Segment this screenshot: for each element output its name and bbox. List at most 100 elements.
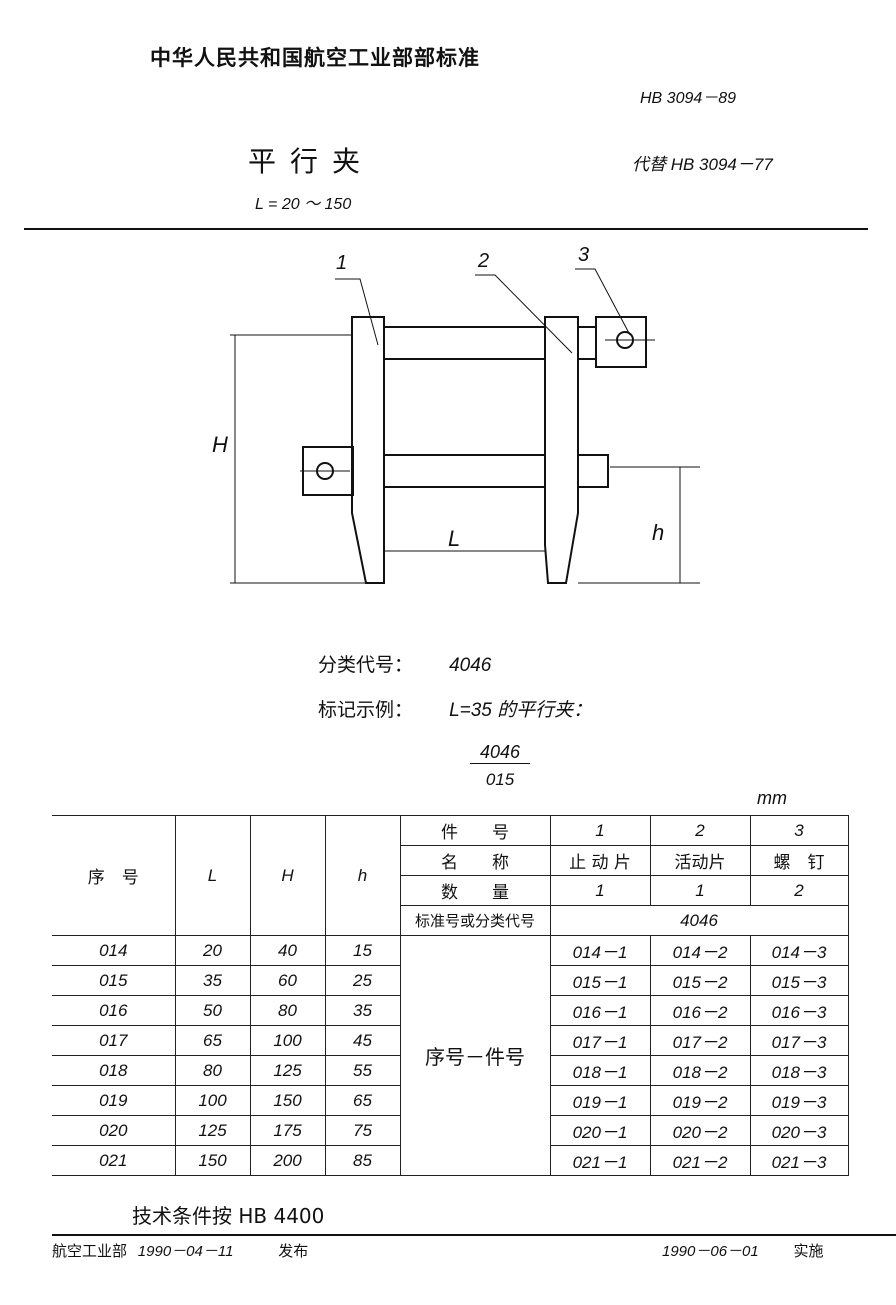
cell-seq: 021 <box>52 1145 176 1176</box>
dim-L: L <box>448 526 461 551</box>
dim-h: h <box>652 520 665 545</box>
callout-3: 3 <box>578 244 590 266</box>
cell-h: 75 <box>324 1115 401 1146</box>
seq-part-label: 序号－件号 <box>399 935 551 1176</box>
quantity: 1 <box>649 875 751 906</box>
cell-L: 80 <box>174 1055 251 1086</box>
standard-code-value: 4046 <box>549 905 849 936</box>
parts-table: 序 号 L H h 件 号 1 2 3 名 称 止 动 片 活动片 螺 钉 数 … <box>52 815 849 1176</box>
cell-part-number: 018－2 <box>649 1055 751 1086</box>
cell-part-number: 017－1 <box>549 1025 651 1056</box>
classification-code: 分类代号： 4046 <box>318 650 491 677</box>
quantity-label: 数 量 <box>399 875 551 906</box>
cell-H: 80 <box>249 995 326 1026</box>
cell-h: 15 <box>324 935 401 966</box>
cell-H: 40 <box>249 935 326 966</box>
issue-label: 发布 <box>278 1242 309 1260</box>
cell-part-number: 015－1 <box>549 965 651 996</box>
part-name: 活动片 <box>649 845 751 876</box>
cell-L: 150 <box>174 1145 251 1176</box>
part-no: 3 <box>749 815 849 846</box>
cell-H: 60 <box>249 965 326 996</box>
classification-value: 4046 <box>449 655 492 676</box>
cell-H: 175 <box>249 1115 326 1146</box>
header-H: H <box>249 815 326 936</box>
header-seq: 序 号 <box>52 815 176 936</box>
upper-rod <box>383 326 546 360</box>
cell-part-number: 014－2 <box>649 935 751 966</box>
cell-seq: 014 <box>52 935 176 966</box>
cell-H: 200 <box>249 1145 326 1176</box>
cell-part-number: 019－1 <box>549 1085 651 1116</box>
cell-part-number: 015－2 <box>649 965 751 996</box>
cell-part-number: 014－1 <box>549 935 651 966</box>
callout-1: 1 <box>336 252 348 274</box>
cell-L: 100 <box>174 1085 251 1116</box>
part-no: 2 <box>649 815 751 846</box>
dim-H: H <box>212 432 228 457</box>
cell-part-number: 016－2 <box>649 995 751 1026</box>
part-name: 螺 钉 <box>749 845 849 876</box>
cell-h: 65 <box>324 1085 401 1116</box>
issue-info: 航空工业部 1990－04－11 发布 <box>52 1240 308 1261</box>
technical-conditions: 技术条件按 HB 4400 <box>132 1204 325 1228</box>
cell-part-number: 021－2 <box>649 1145 751 1176</box>
standard-code: HB 3094－89 <box>640 90 737 107</box>
cell-h: 85 <box>324 1145 401 1176</box>
cell-L: 50 <box>174 995 251 1026</box>
cell-seq: 018 <box>52 1055 176 1086</box>
parallel-clamp-drawing <box>230 268 700 584</box>
left-jaw <box>351 316 385 584</box>
header-divider <box>24 228 868 230</box>
part-name-label: 名 称 <box>399 845 551 876</box>
cell-h: 35 <box>324 995 401 1026</box>
callout-2: 2 <box>478 250 490 272</box>
cell-H: 100 <box>249 1025 326 1056</box>
cell-part-number: 015－3 <box>749 965 849 996</box>
cell-part-number: 019－3 <box>749 1085 849 1116</box>
cell-h: 55 <box>324 1055 401 1086</box>
header-h: h <box>324 815 401 936</box>
document-title: 平行夹 <box>248 145 375 178</box>
cell-seq: 017 <box>52 1025 176 1056</box>
cell-part-number: 019－2 <box>649 1085 751 1116</box>
upper-screw-head <box>595 316 647 368</box>
footer-divider <box>52 1234 896 1236</box>
issuing-organization: 中华人民共和国航空工业部部标准 <box>150 46 480 70</box>
effective-date: 1990－06－01 <box>662 1243 759 1260</box>
cell-L: 20 <box>174 935 251 966</box>
issue-date: 1990－04－11 <box>137 1243 234 1260</box>
cell-part-number: 016－1 <box>549 995 651 1026</box>
cell-part-number: 014－3 <box>749 935 849 966</box>
marking-numerator: 4046 <box>470 742 530 764</box>
marking-label: 标记示例： <box>318 699 414 721</box>
marking-denominator: 015 <box>485 770 515 789</box>
cell-part-number: 020－1 <box>549 1115 651 1146</box>
cell-part-number: 016－3 <box>749 995 849 1026</box>
cell-seq: 020 <box>52 1115 176 1146</box>
cell-seq: 019 <box>52 1085 176 1116</box>
marking-example: 标记示例： L=35 的平行夹： <box>318 695 592 722</box>
cell-seq: 015 <box>52 965 176 996</box>
lower-rod <box>383 454 546 488</box>
cell-part-number: 018－1 <box>549 1055 651 1086</box>
effective-info: 1990－06－01 实施 <box>662 1240 824 1261</box>
cell-seq: 016 <box>52 995 176 1026</box>
cell-L: 125 <box>174 1115 251 1146</box>
standard-code-label: 标准号或分类代号 <box>399 905 551 936</box>
marking-text: L=35 的平行夹： <box>449 700 593 721</box>
right-jaw <box>544 316 579 584</box>
part-no: 1 <box>549 815 651 846</box>
cell-part-number: 020－3 <box>749 1115 849 1146</box>
size-range: L = 20 ～ 150 <box>255 196 352 213</box>
effective-label: 实施 <box>793 1242 824 1260</box>
cell-part-number: 021－1 <box>549 1145 651 1176</box>
part-no-label: 件 号 <box>399 815 551 846</box>
